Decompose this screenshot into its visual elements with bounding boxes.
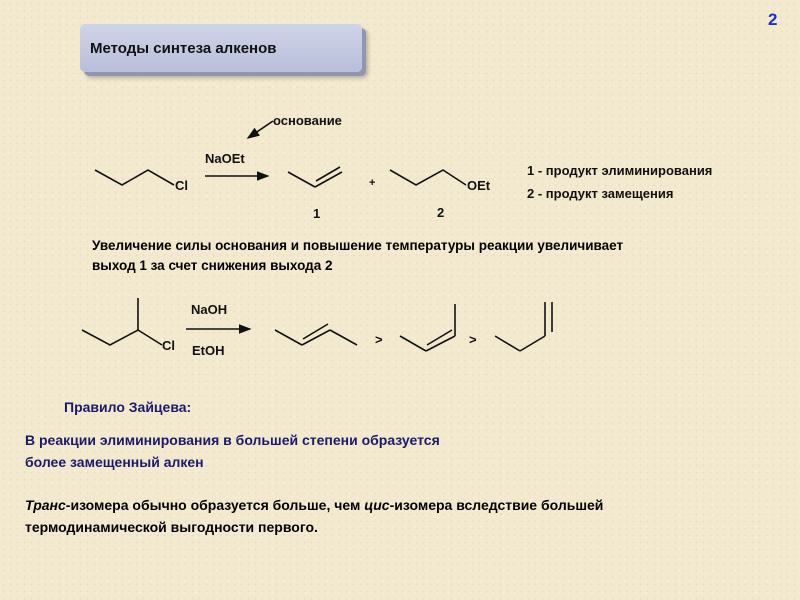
cis-word: цис [364,497,390,513]
propyl-ether-skeleton [389,169,467,186]
greater-than-1: > [375,332,383,347]
trans-note-line-1: Транс-изомера обычно образуется больше, … [25,495,603,515]
trans-note-part-1: -изомера обычно образуется больше, чем [65,497,365,513]
chlorobutane-structure [81,298,163,346]
trans-word: Транс [25,497,66,513]
cis-butene-structure [399,304,456,352]
product-1-label: 1 [313,206,321,221]
statement-line-2: выход 1 за счет снижения выхода 2 [92,258,333,273]
greater-than-2: > [469,332,477,347]
reagent-naoh: NaOH [191,302,228,317]
chloro-group-1: Cl [175,178,188,193]
trans-note-line-2: термодинамической выгодности первого. [25,519,318,535]
legend-item-2: 2 - продукт замещения [527,186,674,201]
trans-butene-structure [274,323,358,346]
reagent-naoet: NaOEt [205,151,245,166]
1-butene-structure [494,302,553,352]
legend-item-1: 1 - продукт элиминирования [527,163,713,178]
zaitsev-rule-line-2: более замещенный алкен [25,454,204,470]
ethoxy-group: OEt [467,178,491,193]
trans-note-part-2: -изомера вследствие большей [389,497,604,513]
plus-sign: + [369,177,376,189]
zaitsev-heading: Правило Зайцева: [64,399,192,415]
base-note-arrow [246,120,274,139]
chloropropane-skeleton [94,169,175,186]
zaitsev-rule-line-1: В реакции элиминирования в большей степе… [25,432,440,448]
base-note: основание [273,113,342,128]
reagent-etoh: EtOH [192,343,225,358]
title-box: Методы синтеза алкенов [80,24,362,72]
slide-title: Методы синтеза алкенов [90,39,277,57]
chloro-group-2: Cl [162,338,175,353]
propene-structure [287,166,343,188]
statement-line-1: Увеличение силы основания и повышение те… [92,238,624,253]
product-2-label: 2 [437,205,445,220]
slide-number: 2 [768,10,778,29]
